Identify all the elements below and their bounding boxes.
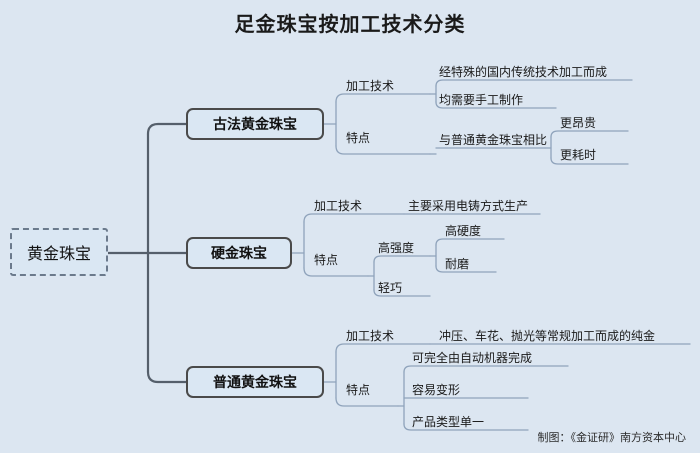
label-b3-item-easy-deform: 容易变形 xyxy=(412,383,461,397)
b2-child1 xyxy=(435,238,505,246)
b3-cat2-line xyxy=(335,397,399,407)
b1-c1-item1 xyxy=(435,79,633,87)
label-b1-cat-features: 特点 xyxy=(346,131,371,145)
node-branch-ordinary-gold[interactable]: 普通黄金珠宝 xyxy=(186,366,324,398)
label-b3-cat-features: 特点 xyxy=(346,383,371,397)
label-b2-cat-process: 加工技术 xyxy=(314,199,363,213)
label-b2-item-high-strength: 高强度 xyxy=(378,241,415,255)
credit-text: 制图：《金证研》南方资本中心 xyxy=(537,431,687,444)
label-b3-item-single-type: 产品类型单一 xyxy=(412,415,485,429)
b2-cat1-line xyxy=(303,213,405,223)
label-b1-cat-process: 加工技术 xyxy=(346,79,395,93)
label-b3-item-full-automation: 可完全由自动机器完成 xyxy=(412,351,533,365)
label-b2-child-wear-resistant: 耐磨 xyxy=(445,257,470,271)
b2-c2-item1 xyxy=(373,255,431,263)
b2-c2-item2 xyxy=(373,289,431,297)
node-branch-ancient-gold[interactable]: 古法黄金珠宝 xyxy=(186,108,324,140)
b1-c2-child1 xyxy=(550,130,629,138)
node-root[interactable]: 黄金珠宝 xyxy=(10,228,108,276)
label-b1-item-traditional-craft: 经特殊的国内传统技术加工而成 xyxy=(439,65,608,79)
connector-branch-3 xyxy=(146,370,188,384)
b1-cat1-line xyxy=(335,93,431,103)
label-b1-child-more-expensive: 更昂贵 xyxy=(560,116,597,130)
label-b2-cat-features: 特点 xyxy=(314,253,339,267)
b3-c2-item1 xyxy=(403,365,569,373)
label-b1-item-handmade: 均需要手工制作 xyxy=(439,93,524,107)
label-b2-item-electroforming: 主要采用电铸方式生产 xyxy=(408,199,529,213)
b2-child2 xyxy=(435,265,497,273)
label-b2-child-high-hardness: 高硬度 xyxy=(445,224,482,238)
b2-cat2-line xyxy=(303,267,369,277)
b3-cat1-line xyxy=(335,343,431,353)
node-root-label: 黄金珠宝 xyxy=(26,244,91,263)
b1-c2-child2 xyxy=(550,157,629,165)
node-branch-label: 硬金珠宝 xyxy=(211,246,267,262)
label-b1-child-more-time: 更耗时 xyxy=(560,148,597,162)
b3-c2-item3 xyxy=(403,423,529,431)
b1-cat2-line xyxy=(335,145,431,155)
connector-branch-1 xyxy=(146,122,188,136)
node-branch-label: 普通黄金珠宝 xyxy=(213,375,297,391)
node-branch-label: 古法黄金珠宝 xyxy=(213,117,297,133)
node-branch-hard-gold[interactable]: 硬金珠宝 xyxy=(186,237,292,269)
page-title: 足金珠宝按加工技术分类 xyxy=(234,12,466,36)
b1-c1-item2 xyxy=(435,101,557,109)
label-b2-item-lightweight: 轻巧 xyxy=(378,281,403,295)
label-b1-item-compare-ordinary: 与普通黄金珠宝相比 xyxy=(439,133,548,147)
label-b3-cat-process: 加工技术 xyxy=(346,329,395,343)
label-b3-item-stamping-pure-gold: 冲压、车花、抛光等常规加工而成的纯金 xyxy=(439,329,656,343)
